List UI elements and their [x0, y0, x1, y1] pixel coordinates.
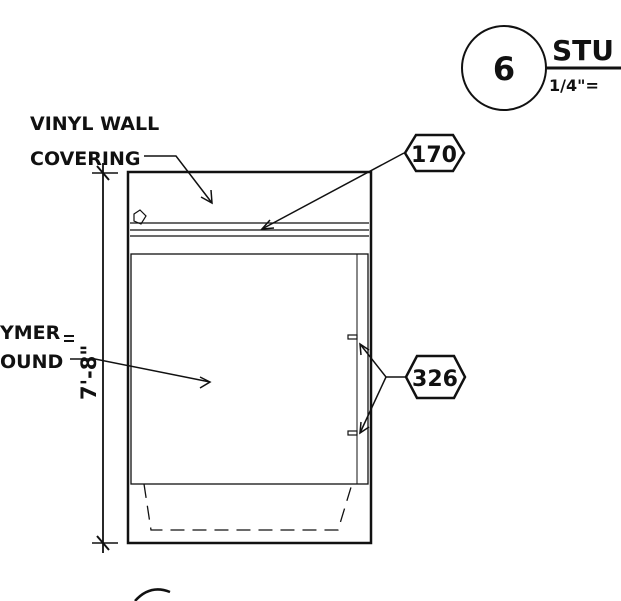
vinyl-arrowhead: [200, 189, 213, 205]
dimension-bottom-slash: [96, 535, 110, 551]
detail-scale: 1/4"=: [549, 76, 599, 95]
dimension-top-slash: [96, 165, 110, 181]
tag-326: 326: [359, 342, 467, 435]
height-dimension: 7'-8": [77, 163, 118, 553]
tag-326-hexagon: [404, 354, 467, 400]
partial-symbol-bottom: [134, 588, 171, 601]
polymer-leader: [70, 358, 211, 383]
tag-170-arrowhead: [260, 219, 275, 230]
tag-326-number: 326: [412, 367, 458, 392]
polymer-label-line2: OUND: [0, 351, 63, 373]
hardware-upper: [347, 334, 358, 340]
tag-326-arrow-upper: [359, 342, 370, 356]
polymer-ground-panel: [130, 253, 369, 485]
detail-title: STU: [552, 34, 614, 67]
tag-170-hexagon: [403, 133, 466, 173]
base-fixture-dashed: [143, 483, 353, 531]
wall-elevation: [126, 170, 373, 545]
detail-number: 6: [493, 50, 515, 88]
wall-outline: [126, 170, 373, 545]
tag-326-leader-lower: [359, 376, 387, 434]
dimension-text: 7'-8": [77, 345, 101, 400]
vinyl-label-line1: VINYL WALL: [30, 113, 159, 135]
polymer-label-line1: YMER: [0, 322, 61, 344]
polymer-ground-callout: YMER OUND: [0, 322, 212, 389]
tag-170-leader: [261, 152, 405, 230]
hardware-lower: [347, 430, 358, 436]
tag-326-arrow-lower: [359, 421, 370, 435]
vinyl-label-line2: COVERING: [30, 148, 140, 170]
polymer-arrowhead: [199, 376, 212, 389]
rail-end-cap: [133, 209, 147, 225]
detail-title-bubble: 6 STU 1/4"=: [461, 25, 621, 111]
vinyl-wall-covering-callout: VINYL WALL COVERING: [30, 113, 213, 205]
tag-170: 170: [260, 133, 466, 230]
tag-170-number: 170: [411, 143, 457, 168]
vinyl-leader: [144, 155, 213, 204]
